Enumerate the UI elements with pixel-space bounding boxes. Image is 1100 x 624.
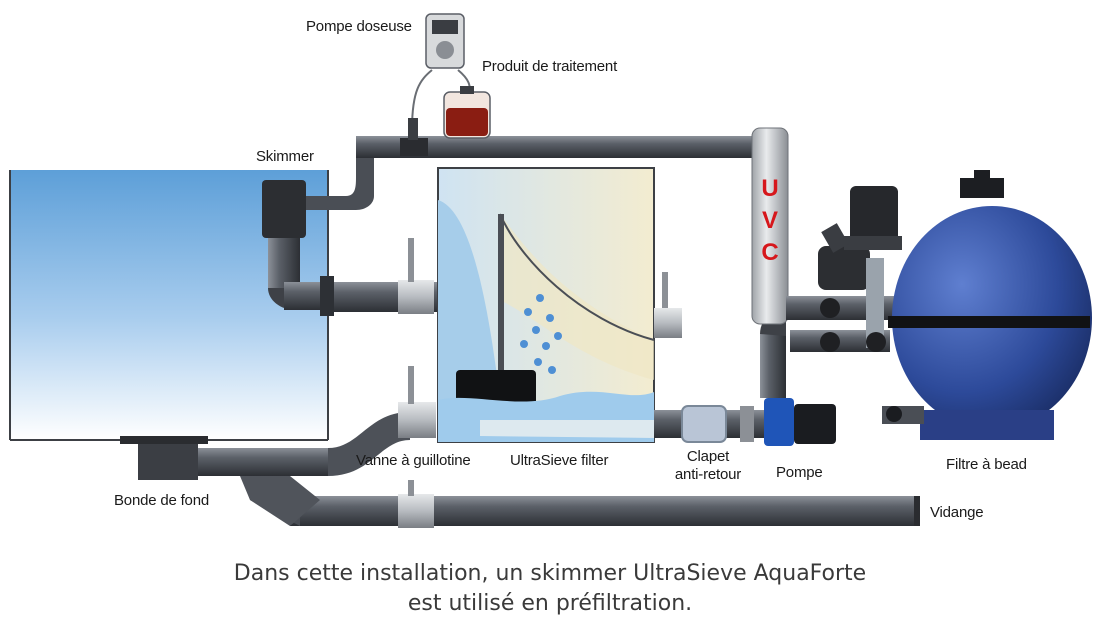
label-ultrasieve-filter: UltraSieve filter	[510, 452, 609, 469]
check-valve-pipe	[654, 405, 764, 443]
label-clapet-anti-retour: Clapet anti-retour	[668, 448, 748, 484]
bead-filter	[882, 170, 1092, 440]
label-pompe: Pompe	[776, 464, 823, 481]
sieve-inlet-pipe	[334, 238, 438, 314]
label-clapet-line1: Clapet	[686, 448, 730, 465]
caption-line-1: Dans cette installation, un skimmer Ultr…	[233, 561, 867, 586]
uvc-letter-u: U	[761, 175, 778, 202]
label-vidange: Vidange	[930, 504, 984, 521]
label-produit-traitement: Produit de traitement	[482, 58, 618, 75]
label-clapet-line2: anti-retour	[674, 466, 742, 483]
drain-valve	[398, 480, 434, 528]
bottom-drain	[120, 412, 410, 526]
uvc-letter-v: V	[762, 207, 778, 234]
label-pompe-doseuse: Pompe doseuse	[306, 18, 412, 35]
label-bonde-de-fond: Bonde de fond	[114, 492, 209, 509]
multiport-valve	[786, 186, 902, 352]
label-filtre-bead: Filtre à bead	[946, 456, 1027, 473]
label-skimmer: Skimmer	[256, 148, 314, 165]
water-droplets	[520, 294, 562, 374]
lower-guillotine-valve	[398, 366, 436, 438]
treatment-product-bottle	[443, 86, 491, 139]
label-vanne-guillotine: Vanne à guillotine	[356, 452, 471, 469]
uvc-lamp: U V C	[751, 127, 789, 325]
top-return-pipe	[306, 136, 766, 210]
skimmer	[262, 180, 334, 316]
dosing-pump	[408, 13, 471, 140]
uvc-letter-c: C	[761, 239, 778, 266]
caption-line-2: est utilisé en préfiltration.	[407, 591, 693, 616]
ultrasieve-filter	[437, 167, 682, 443]
pump	[760, 312, 836, 446]
